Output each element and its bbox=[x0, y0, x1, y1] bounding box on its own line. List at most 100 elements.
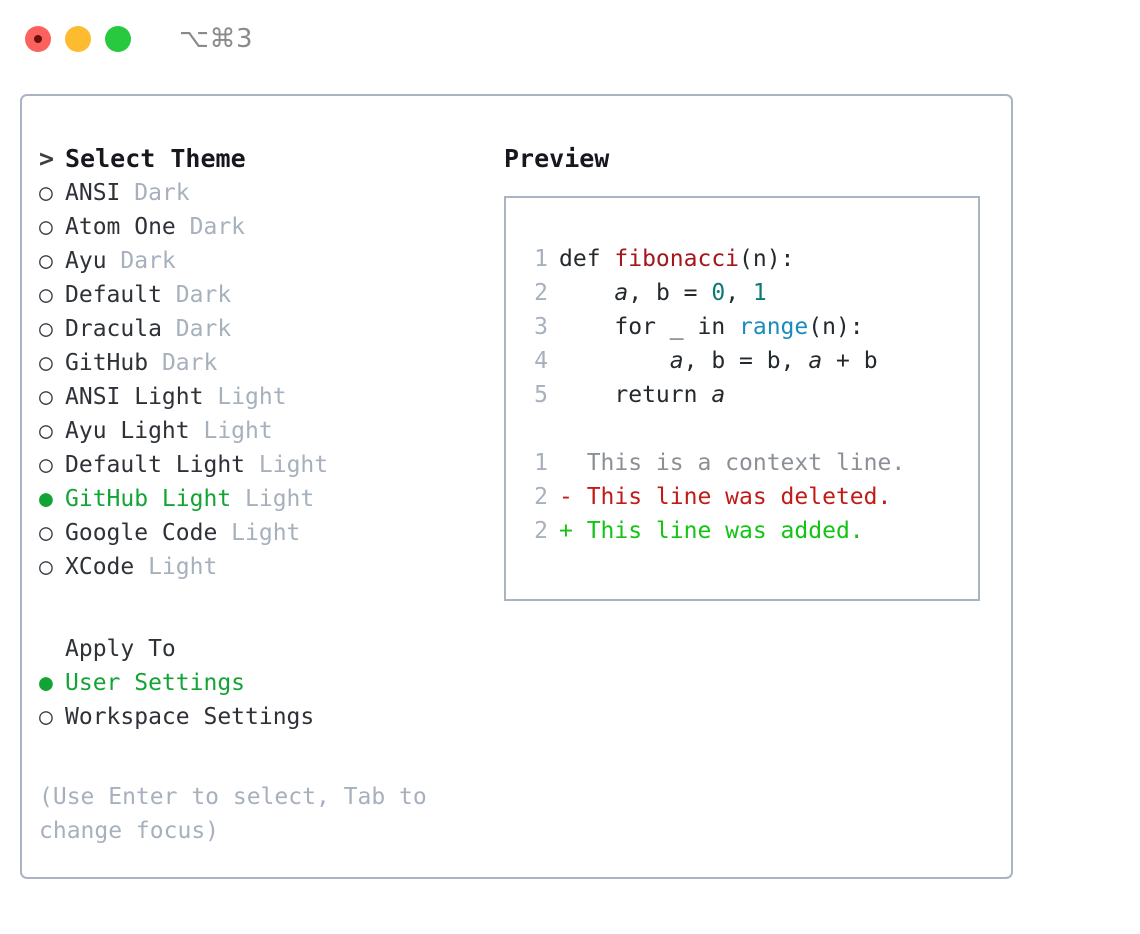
maximize-window-button[interactable] bbox=[105, 26, 131, 52]
radio-unselected-icon[interactable]: ○ bbox=[39, 418, 53, 444]
theme-name: Ayu Light bbox=[65, 418, 204, 444]
theme-list-item[interactable]: ○ Dracula Dark bbox=[39, 312, 492, 346]
select-theme-label: Select Theme bbox=[65, 144, 246, 173]
radio-selected-icon[interactable]: ● bbox=[39, 486, 53, 512]
theme-name: ANSI bbox=[65, 180, 135, 206]
line-number: 4 bbox=[534, 348, 548, 374]
theme-name: GitHub bbox=[65, 350, 162, 376]
close-window-button[interactable] bbox=[25, 26, 51, 52]
diff-line: 2 + This line was added. bbox=[526, 514, 978, 548]
theme-list-item[interactable]: ○ ANSI Dark bbox=[39, 176, 492, 210]
radio-unselected-icon[interactable]: ○ bbox=[39, 520, 53, 546]
theme-name: Atom One bbox=[65, 214, 190, 240]
theme-selection-column: > Select Theme ○ANSI Dark○Atom One Dark○… bbox=[22, 142, 492, 877]
code-token: fibonacci bbox=[614, 246, 740, 272]
theme-name: XCode bbox=[65, 554, 149, 580]
window-controls bbox=[25, 26, 131, 52]
theme-list-item[interactable]: ○ Ayu Light Light bbox=[39, 414, 492, 448]
diff-text: + This line was added. bbox=[559, 518, 864, 544]
apply-to-option-label: User Settings bbox=[65, 670, 246, 696]
radio-unselected-icon[interactable]: ○ bbox=[39, 282, 53, 308]
theme-variant-tag: Light bbox=[217, 384, 287, 410]
code-token: = bbox=[669, 280, 712, 306]
keyboard-shortcut-label: ⌥⌘3 bbox=[179, 24, 254, 54]
theme-variant-tag: Dark bbox=[175, 316, 232, 342]
code-token: def bbox=[559, 246, 615, 272]
code-line: 1 def fibonacci(n): bbox=[526, 242, 978, 276]
code-line: 4 a, b = b, a + b bbox=[526, 344, 978, 378]
theme-list-item[interactable]: ○XCode Light bbox=[39, 550, 492, 584]
theme-name: Google Code bbox=[65, 520, 232, 546]
keyboard-hint-text: (Use Enter to select, Tab to change focu… bbox=[39, 784, 441, 844]
theme-variant-tag: Dark bbox=[161, 350, 218, 376]
code-token: b bbox=[655, 280, 670, 306]
line-number: 2 bbox=[534, 280, 548, 306]
theme-picker-panel: > Select Theme ○ANSI Dark○Atom One Dark○… bbox=[20, 94, 1013, 879]
radio-unselected-icon[interactable]: ○ bbox=[39, 350, 53, 376]
radio-unselected-icon[interactable]: ○ bbox=[39, 180, 53, 206]
theme-list-item[interactable]: ○ ANSI Light Light bbox=[39, 380, 492, 414]
minimize-window-button[interactable] bbox=[65, 26, 91, 52]
theme-name: Dracula bbox=[65, 316, 176, 342]
code-token: (n): bbox=[739, 246, 795, 272]
apply-to-option[interactable]: ● User Settings bbox=[39, 666, 492, 700]
code-token: b bbox=[863, 348, 878, 374]
diff-line: 2 - This line was deleted. bbox=[526, 480, 978, 514]
apply-to-option-label: Workspace Settings bbox=[65, 704, 315, 730]
theme-variant-tag: Light bbox=[203, 418, 273, 444]
focus-caret-icon: > bbox=[39, 144, 70, 173]
line-number: 2 bbox=[534, 484, 548, 510]
theme-list-item[interactable]: ○Default Light Light bbox=[39, 448, 492, 482]
line-number: 1 bbox=[534, 246, 548, 272]
code-line: 2 a, b = 0, 1 bbox=[526, 276, 978, 310]
code-line: 5 return a bbox=[526, 378, 978, 412]
theme-name: Default Light bbox=[65, 452, 259, 478]
radio-unselected-icon[interactable]: ○ bbox=[39, 214, 53, 240]
code-token: , bbox=[628, 280, 656, 306]
theme-list-item[interactable]: ○Ayu Dark bbox=[39, 244, 492, 278]
apply-to-option-list[interactable]: ● User Settings ○ Workspace Settings bbox=[39, 666, 492, 734]
theme-name: ANSI Light bbox=[65, 384, 218, 410]
preview-heading: Preview bbox=[504, 144, 610, 173]
apply-to-option[interactable]: ○ Workspace Settings bbox=[39, 700, 492, 734]
theme-list[interactable]: ○ANSI Dark○Atom One Dark○Ayu Dark○Defaul… bbox=[39, 176, 492, 584]
select-theme-heading: > Select Theme bbox=[39, 142, 492, 176]
radio-unselected-icon[interactable]: ○ bbox=[39, 452, 53, 478]
code-token bbox=[559, 280, 614, 306]
code-token: range bbox=[739, 314, 809, 340]
diff-text: - This line was deleted. bbox=[559, 484, 892, 510]
diff-line: 1 This is a context line. bbox=[526, 446, 978, 480]
diff-sample: 1 This is a context line. 2 - This line wa… bbox=[526, 446, 978, 548]
code-token: = bbox=[725, 348, 767, 374]
theme-list-item[interactable]: ○ Default Dark bbox=[39, 278, 492, 312]
radio-unselected-icon[interactable]: ○ bbox=[39, 316, 53, 342]
apply-to-label: Apply To bbox=[65, 636, 176, 662]
radio-unselected-icon[interactable]: ○ bbox=[39, 384, 53, 410]
code-line: 3 for _ in range(n): bbox=[526, 310, 978, 344]
line-number: 1 bbox=[534, 450, 548, 476]
radio-selected-icon[interactable]: ● bbox=[39, 670, 53, 696]
code-token: a bbox=[669, 348, 684, 374]
theme-variant-tag: Light bbox=[231, 520, 301, 546]
line-number: 5 bbox=[534, 382, 548, 408]
radio-unselected-icon[interactable]: ○ bbox=[39, 704, 53, 730]
theme-list-item[interactable]: ○ Atom One Dark bbox=[39, 210, 492, 244]
radio-unselected-icon[interactable]: ○ bbox=[39, 248, 53, 274]
line-number: 2 bbox=[534, 518, 548, 544]
code-token: b bbox=[711, 348, 726, 374]
code-token: 1 bbox=[752, 280, 767, 306]
theme-list-item[interactable]: ●GitHub Light Light bbox=[39, 482, 492, 516]
code-token: for _ in bbox=[559, 314, 740, 340]
theme-variant-tag: Dark bbox=[175, 282, 232, 308]
theme-variant-tag: Dark bbox=[189, 214, 246, 240]
diff-text: This is a context line. bbox=[559, 450, 906, 476]
theme-name: Default bbox=[65, 282, 176, 308]
theme-variant-tag: Dark bbox=[134, 180, 190, 206]
theme-list-item[interactable]: ○ Google Code Light bbox=[39, 516, 492, 550]
theme-list-item[interactable]: ○ GitHub Dark bbox=[39, 346, 492, 380]
code-token bbox=[559, 348, 670, 374]
radio-unselected-icon[interactable]: ○ bbox=[39, 554, 53, 580]
code-token: (n): bbox=[808, 314, 864, 340]
